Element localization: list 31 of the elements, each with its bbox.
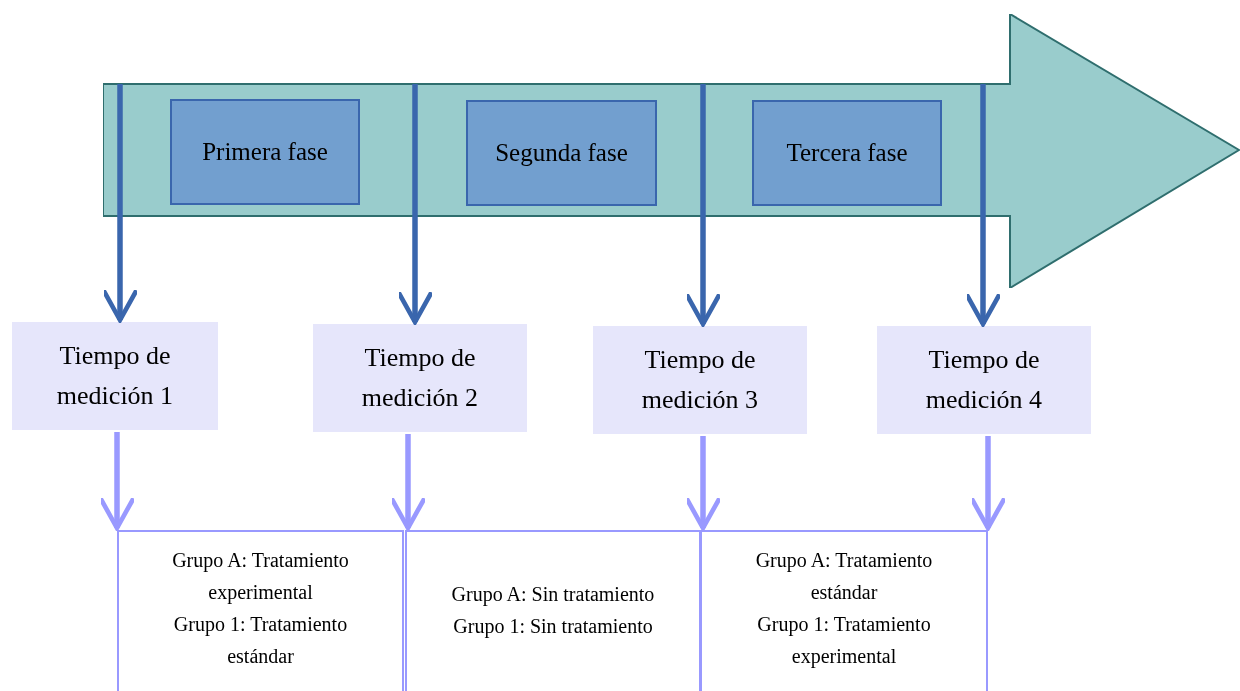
node-text: Tiempo de medición 2 [360,341,480,414]
node-text: Primera fase [202,138,328,166]
measurement-box [12,322,218,430]
node-text: Grupo 1: Tratamiento experimental [756,612,932,670]
node-text: Tiempo de medición 4 [924,343,1044,416]
group-box [405,530,701,691]
arrow [101,84,139,323]
arrow [684,84,722,327]
node-text: Grupo A: Tratamiento estándar [754,548,934,605]
arrow [389,434,427,531]
node-text: Grupo A: Sin tratamiento [451,582,655,608]
group-box [117,530,404,691]
phase-box [752,100,942,206]
node-text: Segunda fase [495,139,628,167]
node-text: Tiempo de medición 3 [640,343,760,416]
node-text: Grupo 1: Sin tratamiento [453,614,653,640]
measurement-box [593,326,807,434]
arrow [964,84,1002,327]
measurement-box [877,326,1091,434]
measurement-box [313,324,527,432]
arrow [684,436,722,531]
arrow [98,432,136,531]
node-text: Grupo A: Tratamiento experimental [171,548,350,606]
node-text: Tiempo de medición 1 [55,339,175,412]
phase-box [170,99,360,205]
node-text: Tercera fase [786,139,908,167]
group-box [700,530,988,691]
node-text: Grupo 1: Tratamiento estándar [172,612,349,669]
arrow [969,436,1007,531]
phase-box [466,100,657,206]
arrow [396,84,434,325]
